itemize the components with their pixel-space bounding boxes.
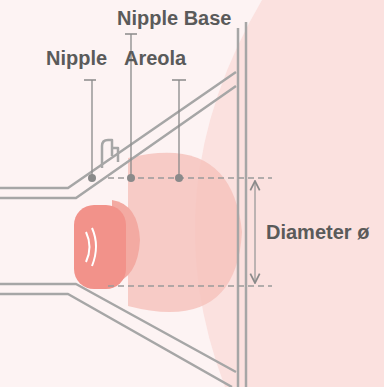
part-label: Nipple [46,46,107,70]
dimension-lines [108,178,272,286]
areola-shape [128,153,242,312]
part-label: Areola [124,46,186,70]
nipple-shape [74,205,126,289]
flange-outline [0,22,246,387]
nipple-highlight [86,228,96,266]
part-label: Nipple Base [117,6,231,30]
leader-dots [88,174,183,182]
dimension-label: Diameter ø [266,220,369,244]
